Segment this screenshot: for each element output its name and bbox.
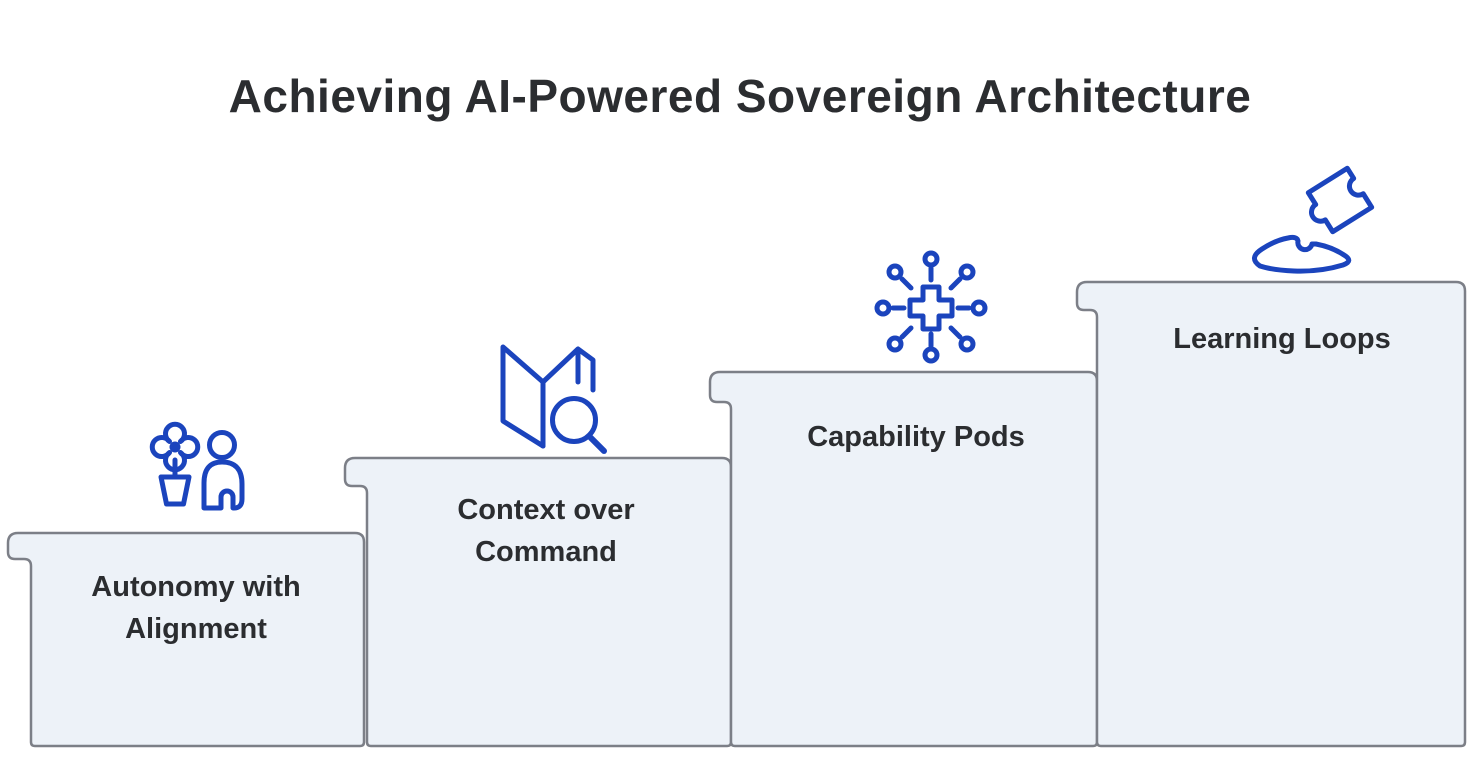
step-label-learning: Learning Loops	[1173, 323, 1391, 355]
map-search-icon	[500, 344, 607, 454]
diagram-title: Achieving AI-Powered Sovereign Architect…	[228, 69, 1252, 122]
step-box-autonomy	[6, 531, 366, 748]
step-label-capability: Capability Pods	[807, 421, 1025, 453]
step-label-autonomy: Autonomy with Alignment	[91, 571, 301, 646]
step-box-learning	[1075, 280, 1467, 748]
step-label-context: Context over Command	[457, 494, 635, 569]
flower-person-icon	[149, 421, 245, 511]
puzzle-pieces-icon	[1252, 165, 1375, 274]
hub-network-icon	[874, 250, 988, 364]
